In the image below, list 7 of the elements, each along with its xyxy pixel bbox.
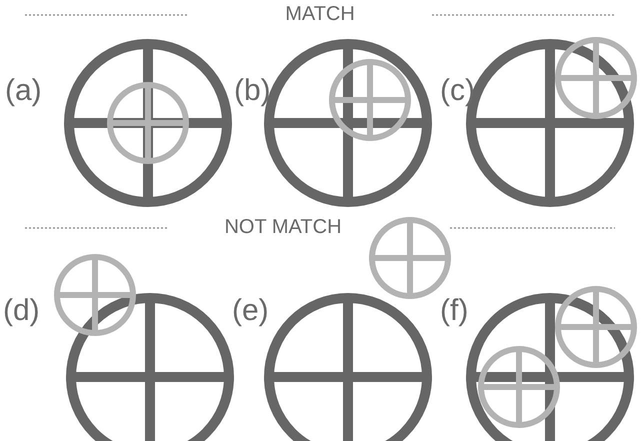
panel-label: (d) bbox=[3, 296, 40, 326]
panel-label: (a) bbox=[5, 76, 42, 106]
panel-label: (b) bbox=[234, 76, 271, 106]
section-heading: MATCH bbox=[285, 4, 355, 24]
section-heading: NOT MATCH bbox=[224, 217, 342, 237]
panel-label: (f) bbox=[440, 296, 468, 326]
panel-label: (e) bbox=[232, 296, 269, 326]
